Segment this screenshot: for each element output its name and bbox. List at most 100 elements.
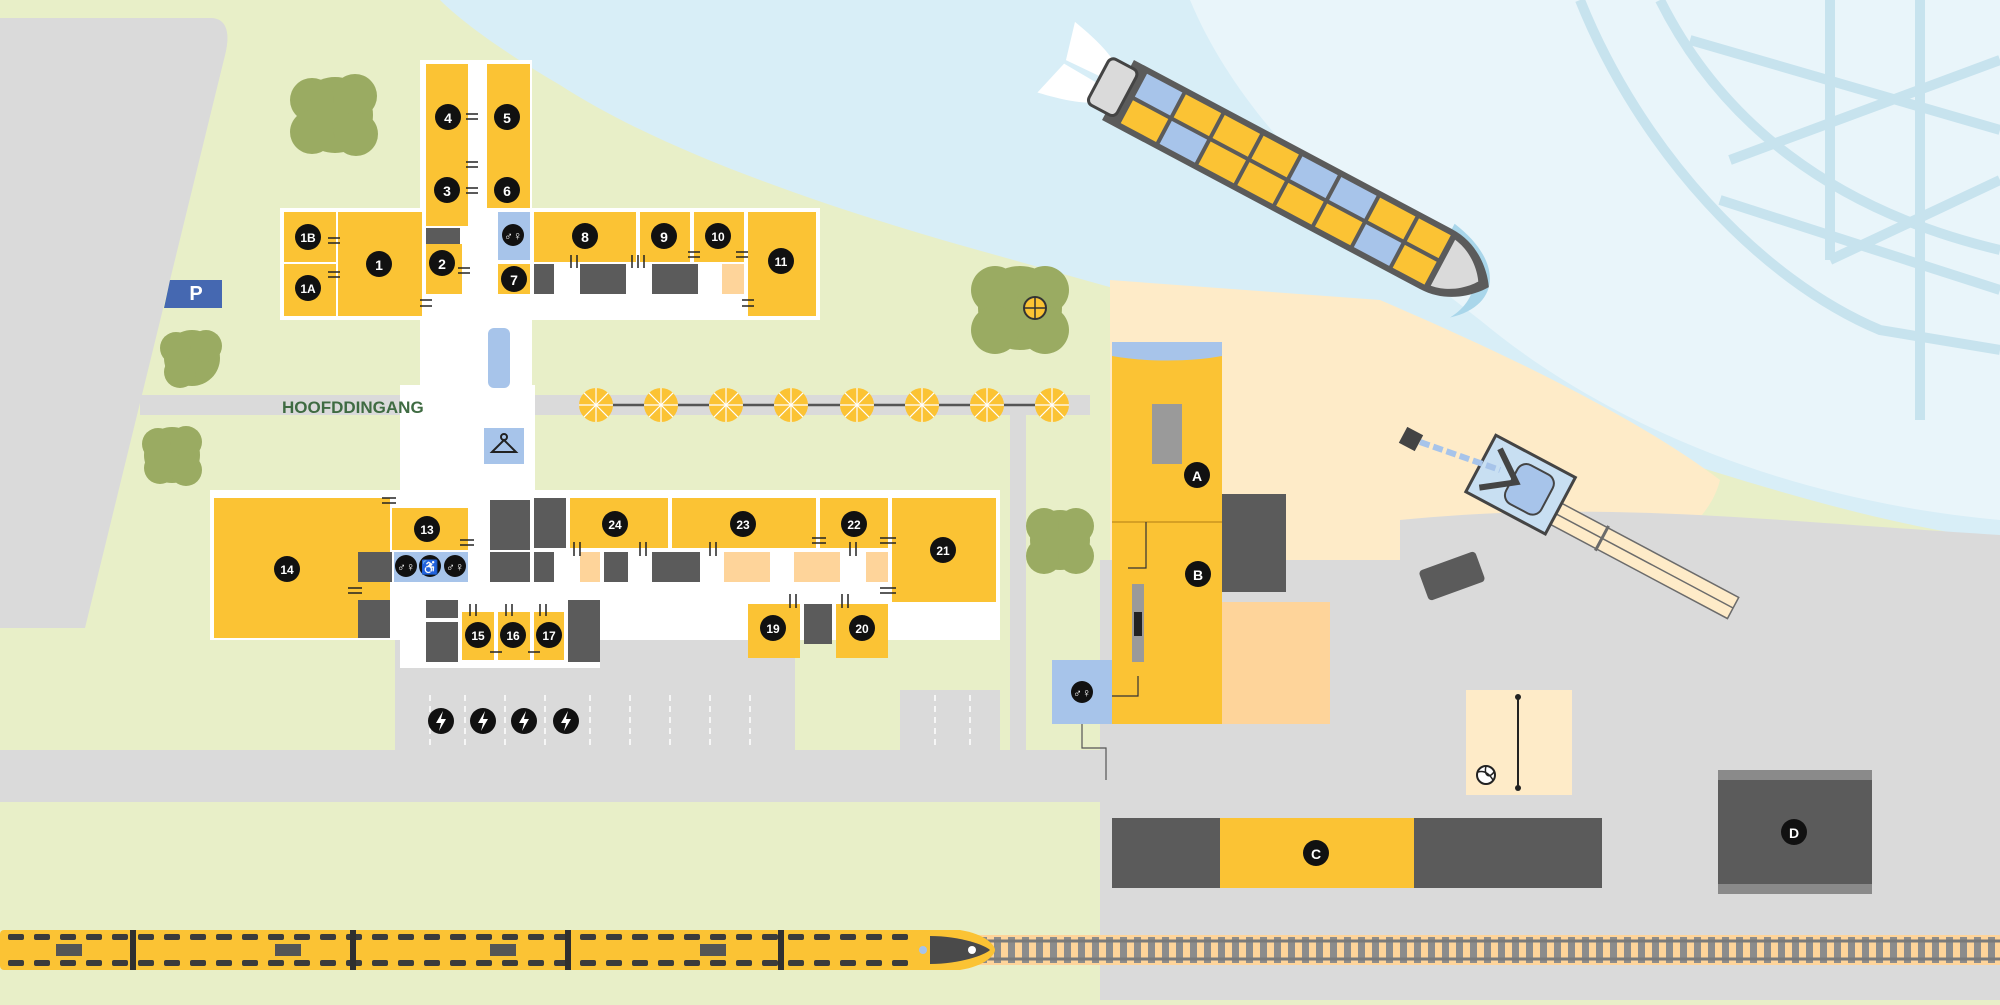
room-marker-19[interactable]: 19 [760, 615, 786, 641]
hall-building-c [1112, 818, 1602, 888]
cloakroom-icon [489, 433, 519, 453]
room-marker-11[interactable]: 11 [768, 248, 794, 274]
sun-umbrella-icon [1035, 388, 1069, 422]
room-marker-4-label: 4 [444, 110, 452, 126]
room-marker-10[interactable]: 10 [705, 223, 731, 249]
room-marker-23-label: 23 [736, 518, 750, 532]
parking-label: P [189, 283, 202, 305]
restroom-icon: ♂♀ [395, 555, 417, 577]
room-marker-4[interactable]: 4 [435, 104, 461, 130]
hall-marker-c-label: C [1311, 846, 1321, 862]
road-left [122, 18, 228, 395]
room-marker-1a[interactable]: 1A [295, 275, 321, 301]
room-marker-2-label: 2 [438, 256, 446, 272]
room-marker-5[interactable]: 5 [494, 104, 520, 130]
hall-building-d [1718, 770, 1872, 894]
room-marker-14-label: 14 [280, 563, 294, 577]
svg-text:♂♀: ♂♀ [397, 560, 415, 574]
room-marker-24[interactable]: 24 [602, 511, 628, 537]
sun-umbrella-icon [840, 388, 874, 422]
room-marker-23[interactable]: 23 [730, 511, 756, 537]
room-marker-3[interactable]: 3 [434, 177, 460, 203]
bridge [1575, 0, 2000, 420]
sun-umbrella-icon [774, 388, 808, 422]
volleyball-court [1466, 690, 1572, 795]
room-marker-2[interactable]: 2 [429, 250, 455, 276]
room-marker-13[interactable]: 13 [414, 516, 440, 542]
wheelchair-icon: ♿ [419, 555, 441, 577]
tree-icon [1026, 508, 1094, 574]
hall-building-ab [1052, 342, 1330, 780]
room-marker-21[interactable]: 21 [930, 537, 956, 563]
room-marker-14[interactable]: 14 [274, 556, 300, 582]
tree-icon [142, 426, 202, 486]
room-marker-6-label: 6 [503, 183, 511, 199]
door-markers [328, 113, 896, 653]
parking-row-2 [900, 690, 1000, 750]
room-marker-20[interactable]: 20 [849, 615, 875, 641]
room-marker-17-label: 17 [542, 629, 556, 643]
svg-text:♿: ♿ [421, 559, 438, 576]
hall-marker-a-label: A [1192, 468, 1202, 484]
room-marker-8[interactable]: 8 [572, 223, 598, 249]
parking-lot-area [0, 18, 228, 628]
sun-umbrella-icon [579, 388, 613, 422]
charging-icon [470, 708, 496, 734]
room-marker-5-label: 5 [503, 110, 511, 126]
entrance-label: HOOFDDINGANG [282, 398, 424, 417]
room-marker-22[interactable]: 22 [841, 511, 867, 537]
room-marker-1b[interactable]: 1B [295, 224, 321, 250]
volleyball-icon [1476, 765, 1496, 785]
hall-marker-d-label: D [1789, 825, 1799, 841]
room-marker-13-label: 13 [420, 523, 434, 537]
sun-umbrella-icon [644, 388, 678, 422]
room-marker-1-label: 1 [375, 257, 383, 273]
room-marker-9-label: 9 [660, 229, 668, 245]
room-marker-6[interactable]: 6 [494, 177, 520, 203]
sun-umbrella-icon [905, 388, 939, 422]
restroom-icon: ♂♀ [444, 555, 466, 577]
room-marker-16[interactable]: 16 [500, 622, 526, 648]
room-marker-15[interactable]: 15 [465, 622, 491, 648]
room-marker-20-label: 20 [855, 622, 869, 636]
hall-marker-d[interactable]: D [1781, 819, 1807, 845]
hall-marker-b-label: B [1193, 567, 1203, 583]
train-icon [0, 930, 995, 970]
grass-island [795, 695, 900, 750]
room-marker-17[interactable]: 17 [536, 622, 562, 648]
hall-marker-a[interactable]: A [1184, 462, 1210, 488]
road-main [0, 750, 1100, 802]
tree-icon [971, 266, 1069, 354]
parking-icon: P [164, 280, 222, 308]
room-marker-7-label: 7 [510, 272, 518, 288]
svg-text:♂♀: ♂♀ [1073, 686, 1091, 700]
room-marker-9[interactable]: 9 [651, 223, 677, 249]
room-marker-24-label: 24 [608, 518, 622, 532]
tree-icon [290, 74, 378, 156]
charging-icon [428, 708, 454, 734]
parking-lines [429, 695, 971, 750]
room-marker-15-label: 15 [471, 629, 485, 643]
room-marker-11-label: 11 [775, 255, 788, 269]
svg-text:♂♀: ♂♀ [446, 560, 464, 574]
crane-icon [1398, 426, 1740, 620]
charging-icon [428, 708, 579, 734]
hall-marker-c[interactable]: C [1303, 840, 1329, 866]
road-connector [1010, 395, 1026, 770]
svg-text:♂♀: ♂♀ [504, 229, 522, 243]
restroom-icon: ♂♀ [1071, 681, 1093, 703]
sun-umbrella-icon [970, 388, 1004, 422]
room-marker-7[interactable]: 7 [501, 266, 527, 292]
room-marker-8-label: 8 [581, 229, 589, 245]
room-marker-10-label: 10 [711, 230, 725, 244]
ship-icon [1037, 21, 1490, 318]
room-marker-22-label: 22 [847, 518, 861, 532]
room-marker-21-label: 21 [936, 544, 950, 558]
charging-icon [553, 708, 579, 734]
tree-icon [160, 330, 222, 388]
sun-umbrella-icon [709, 388, 743, 422]
room-marker-1[interactable]: 1 [366, 251, 392, 277]
hall-marker-b[interactable]: B [1185, 561, 1211, 587]
restroom-icon: ♂♀ [502, 224, 524, 246]
